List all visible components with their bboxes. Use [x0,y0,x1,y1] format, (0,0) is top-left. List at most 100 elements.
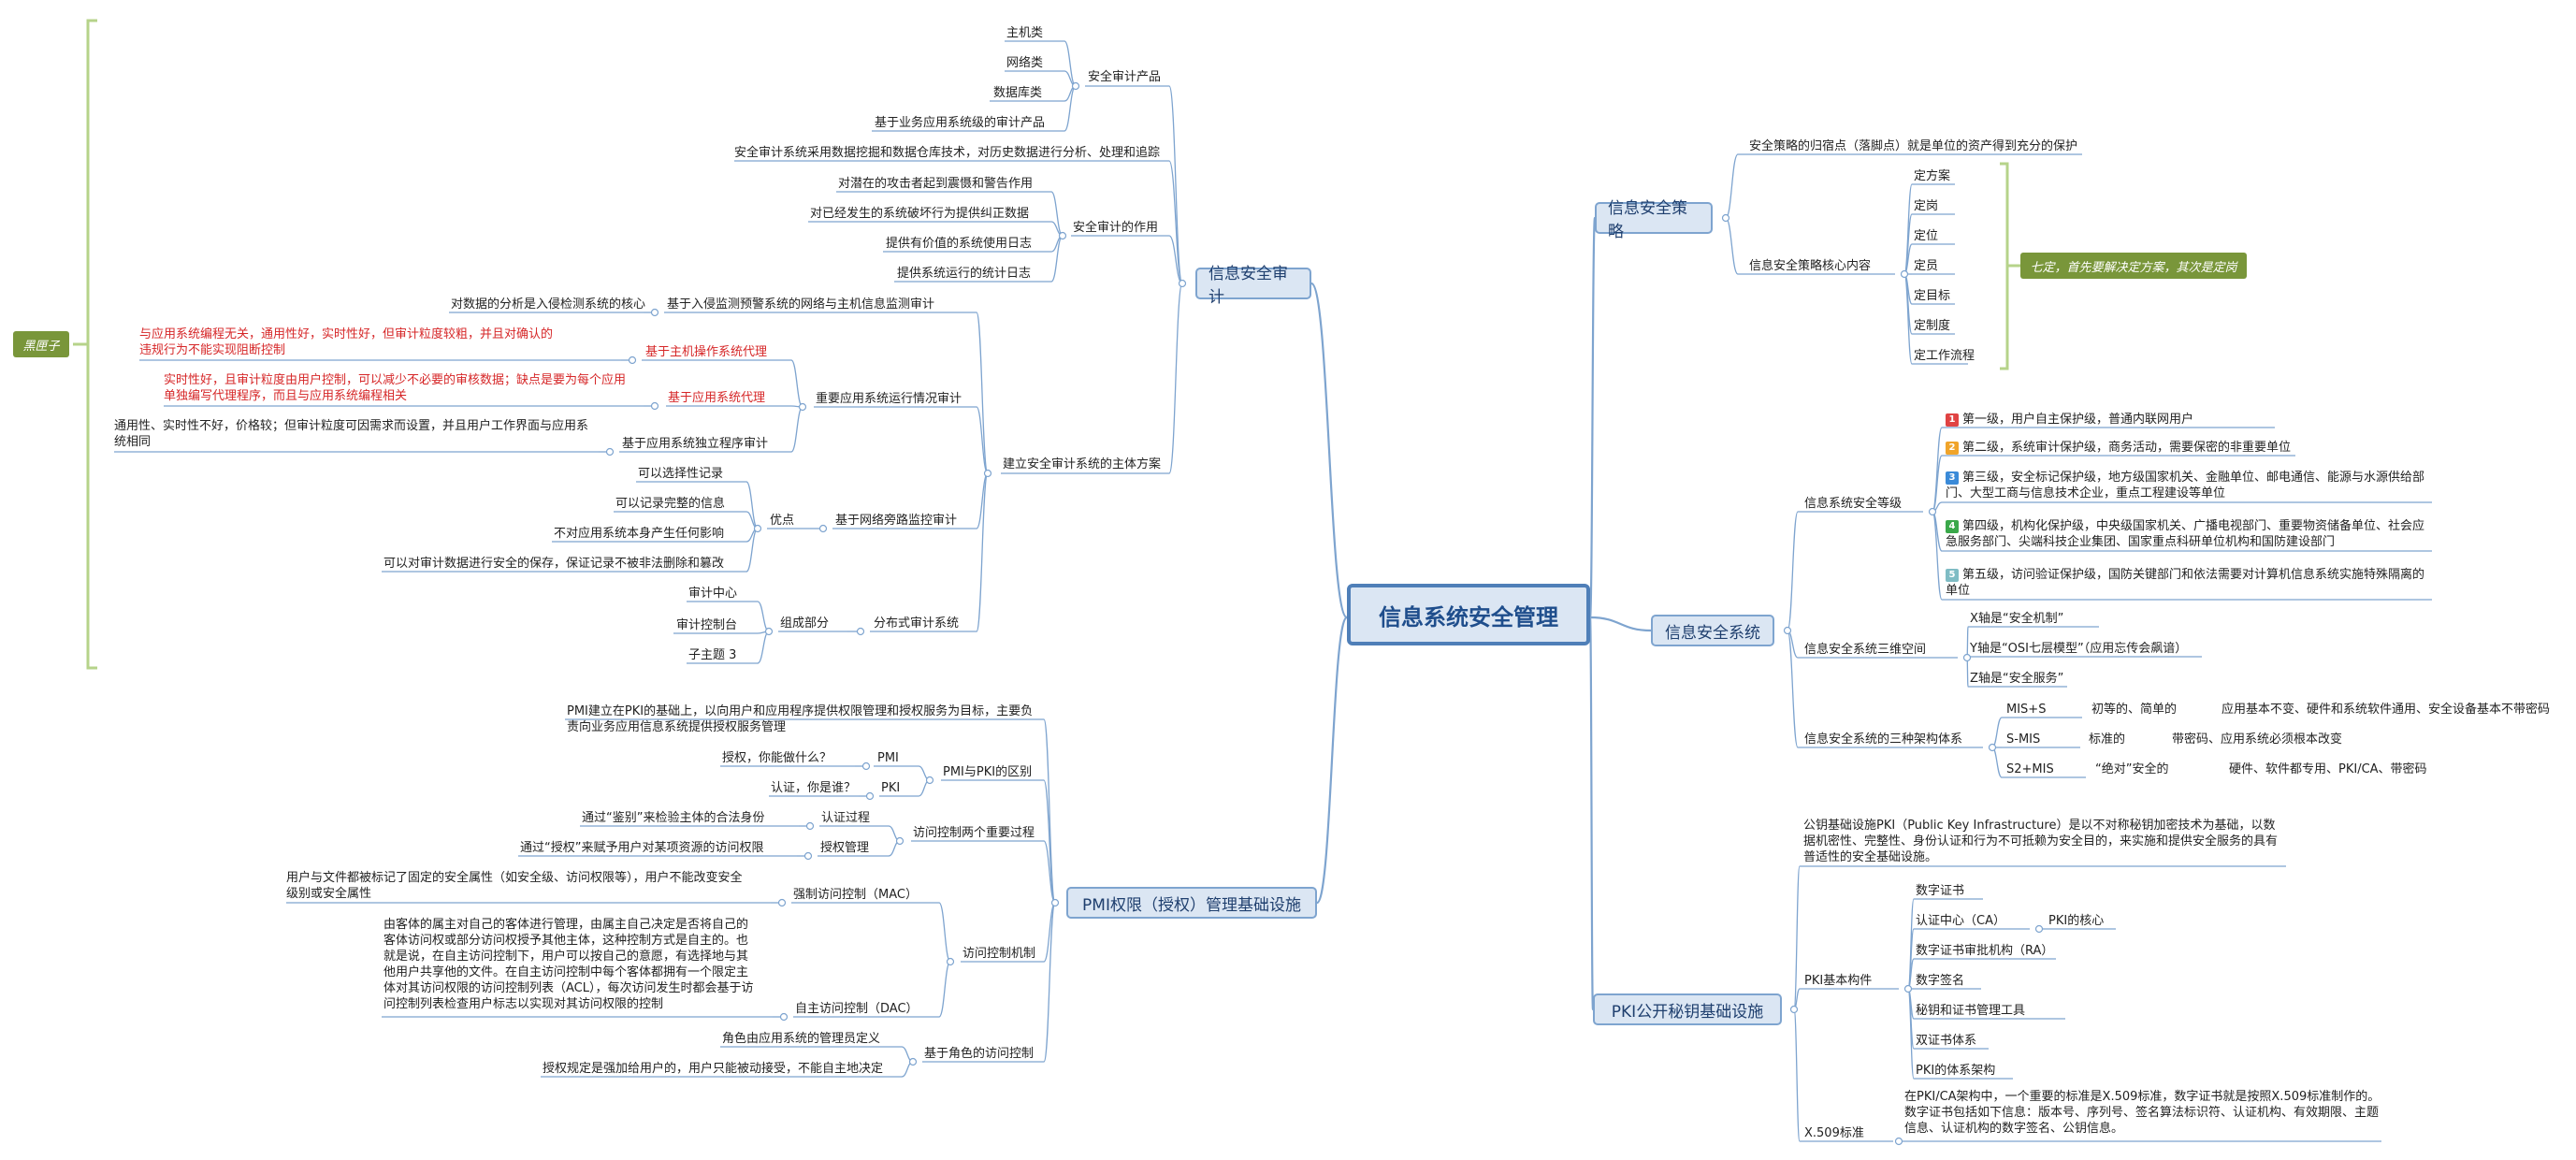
arch-mis-s-desc[interactable]: 应用基本不变、硬件和系统软件通用、安全设备基本不带密码 [2221,703,2551,717]
audit-role-correction[interactable]: 对已经发生的系统破坏行为提供纠正数据 [810,207,1030,221]
diff-pmi[interactable]: PMI [877,751,899,765]
audit-role-deterrence[interactable]: 对潜在的攻击者起到震慑和警告作用 [838,177,1034,191]
arch-s2-mis-desc[interactable]: 硬件、软件都专用、PKI/CA、带密码 [2229,762,2427,776]
independent-audit-note[interactable]: 通用性、实时性不好，价格较；但审计粒度可因需求而设置，并且用户工作界面与应用系统… [114,419,589,449]
arch-mis-s-level[interactable]: 初等的、简单的 [2091,703,2178,717]
axis-x[interactable]: X轴是“安全机制” [1970,612,2064,626]
auth-process-note[interactable]: 通过“鉴别”来检验主体的合法身份 [582,811,765,825]
mac-note[interactable]: 用户与文件都被标记了固定的安全属性（如安全级、访问权限等），用户不能改变安全级别… [286,871,743,901]
auth-process[interactable]: 认证过程 [821,811,871,825]
scheme-distributed[interactable]: 分布式审计系统 [874,616,960,631]
policy-focus[interactable]: 安全策略的归宿点（落脚点）就是单位的资产得到充分的保护 [1749,139,2078,153]
component-ra[interactable]: 数字证书审批机构（RA） [1916,944,2054,958]
mac[interactable]: 强制访问控制（MAC） [793,888,918,902]
audit-product-host[interactable]: 主机类 [1006,26,1044,40]
audit-products[interactable]: 安全审计产品 [1088,70,1162,84]
component-key-tools[interactable]: 秘钥和证书管理工具 [1916,1004,2026,1018]
access-mechanism[interactable]: 访问控制机制 [962,947,1036,961]
audit-scheme[interactable]: 建立安全审计系统的主体方案 [1003,457,1162,471]
distributed-parts[interactable]: 组成部分 [780,616,830,631]
host-agent-note[interactable]: 与应用系统编程无关，通用性好，实时性好，但审计粒度较粗，并且对确认的违规行为不能… [139,327,554,357]
security-architectures[interactable]: 信息安全系统的三种架构体系 [1804,732,1963,747]
app-agent-note[interactable]: 实时性好，且审计粒度由用户控制，可以减少不必要的审核数据；缺点是要为每个应用单独… [164,373,627,403]
root-topic[interactable]: 信息系统安全管理 [1347,584,1590,645]
policy-core[interactable]: 信息安全策略核心内容 [1749,259,1872,273]
topic-security-system[interactable]: 信息安全系统 [1651,615,1774,646]
app-agent[interactable]: 基于应用系统代理 [668,391,766,405]
pki-components[interactable]: PKI基本构件 [1804,974,1873,988]
policy-summary-tag[interactable]: 七定，首先要解决定方案，其次是定岗 [2020,253,2247,279]
authz-management-note[interactable]: 通过“授权”来赋予用户对某项资源的访问权限 [520,841,764,855]
x509-note[interactable]: 在PKI/CA架构中，一个重要的标准是X.509标准，数字证书就是按照X.509… [1904,1090,2381,1136]
topic-pki[interactable]: PKI公开秘钥基础设施 [1593,993,1782,1025]
part-subtopic-3[interactable]: 子主题 3 [688,648,737,662]
topic-pmi[interactable]: PMI权限（授权）管理基础设施 [1066,887,1317,919]
security-levels[interactable]: 信息系统安全等级 [1804,497,1903,511]
audit-role-usage-log[interactable]: 提供有价值的系统使用日志 [886,237,1033,251]
core-plan[interactable]: 定方案 [1914,169,1951,183]
topic-security-policy[interactable]: 信息安全策略 [1595,199,1713,241]
component-ca[interactable]: 认证中心（CA） [1916,914,2005,928]
security-3d-space[interactable]: 信息安全系统三维空间 [1804,643,1927,657]
topic-security-audit[interactable]: 信息安全审计 [1195,265,1311,307]
scheme-ids[interactable]: 基于入侵监测预警系统的网络与主机信息监测审计 [667,297,935,312]
diff-pki[interactable]: PKI [881,781,901,795]
arch-mis-s[interactable]: MIS+S [2006,703,2047,717]
rbac-imposed[interactable]: 授权规定是强加给用户的，用户只能被动接受，不能自主地决定 [543,1062,884,1076]
core-workflow[interactable]: 定工作流程 [1914,349,1975,363]
core-post[interactable]: 定岗 [1914,199,1939,213]
dac[interactable]: 自主访问控制（DAC） [795,1002,919,1016]
scheme-important[interactable]: 重要应用系统运行情况审计 [816,392,962,406]
host-agent[interactable]: 基于主机操作系统代理 [645,345,768,359]
advantage-1[interactable]: 可以选择性记录 [638,467,724,481]
core-staff[interactable]: 定员 [1914,259,1939,273]
scheme-ids-note[interactable]: 对数据的分析是入侵检测系统的核心 [451,297,646,312]
x509-standard[interactable]: X.509标准 [1804,1126,1864,1140]
pmi-intro[interactable]: PMI建立在PKI的基础上，以向用户和应用程序提供权限管理和授权服务为目标，主要… [567,704,1034,734]
advantage-3[interactable]: 不对应用系统本身产生任何影响 [554,527,725,541]
pmi-pki-diff[interactable]: PMI与PKI的区别 [943,765,1033,779]
arch-s-mis-level[interactable]: 标准的 [2089,732,2126,747]
core-position[interactable]: 定位 [1914,229,1939,243]
audit-role[interactable]: 安全审计的作用 [1073,221,1159,235]
scheme-bypass[interactable]: 基于网络旁路监控审计 [835,514,958,528]
core-system[interactable]: 定制度 [1914,319,1951,333]
arch-s-mis[interactable]: S-MIS [2006,732,2041,747]
pki-intro[interactable]: 公钥基础设施PKI（Public Key Infrastructure）是以不对… [1803,819,2279,864]
part-audit-center[interactable]: 审计中心 [688,587,738,601]
dac-note[interactable]: 由客体的属主对自己的客体进行管理，由属主自己决定是否将自己的客体访问权或部分访问… [384,918,754,1011]
black-box-tag[interactable]: 黑匣子 [13,331,69,357]
audit-product-business[interactable]: 基于业务应用系统级的审计产品 [875,116,1046,130]
advantage-4[interactable]: 可以对审计数据进行安全的保存，保证记录不被非法删除和篡改 [384,557,725,571]
advantage-2[interactable]: 可以记录完整的信息 [615,497,726,511]
bypass-advantages[interactable]: 优点 [770,514,795,528]
axis-y[interactable]: Y轴是“OSI七层模型”（应用忘传会飙谙） [1970,642,2188,656]
arch-s2-mis[interactable]: S2+MIS [2006,762,2054,776]
arch-s2-mis-level[interactable]: “绝对”安全的 [2095,762,2169,776]
diff-pki-question[interactable]: 认证，你是谁？ [771,781,857,795]
axis-z[interactable]: Z轴是“安全服务” [1970,672,2064,686]
component-dual-cert[interactable]: 双证书体系 [1916,1034,1977,1048]
independent-audit[interactable]: 基于应用系统独立程序审计 [622,437,769,451]
component-architecture[interactable]: PKI的体系架构 [1916,1064,1996,1078]
component-signature[interactable]: 数字签名 [1916,974,1965,988]
audit-data-mining[interactable]: 安全审计系统采用数据挖掘和数据仓库技术，对历史数据进行分析、处理和追踪 [734,146,1161,160]
ca-core-note[interactable]: PKI的核心 [2048,914,2105,928]
rbac-role-defined[interactable]: 角色由应用系统的管理员定义 [722,1032,881,1046]
diff-pmi-question[interactable]: 授权，你能做什么？ [722,751,832,765]
arch-s-mis-desc[interactable]: 带密码、应用系统必须根本改变 [2172,732,2343,747]
audit-product-database[interactable]: 数据库类 [993,86,1043,100]
authz-management[interactable]: 授权管理 [820,841,870,855]
rbac[interactable]: 基于角色的访问控制 [924,1047,1035,1061]
part-audit-console[interactable]: 审计控制台 [676,618,738,632]
core-target[interactable]: 定目标 [1914,289,1951,303]
access-two-processes[interactable]: 访问控制两个重要过程 [913,826,1035,840]
audit-role-stat-log[interactable]: 提供系统运行的统计日志 [897,267,1032,281]
audit-product-network[interactable]: 网络类 [1006,56,1044,70]
component-cert[interactable]: 数字证书 [1916,884,1965,898]
